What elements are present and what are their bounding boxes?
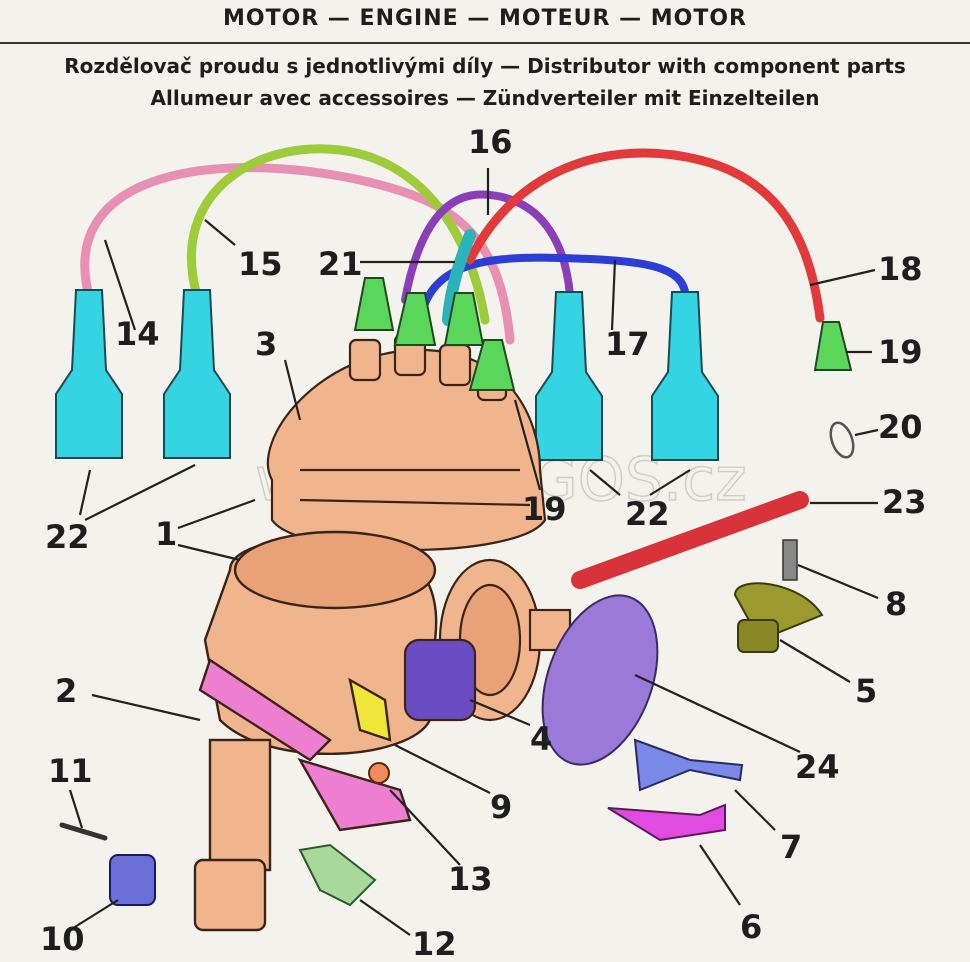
callout-23: 23 <box>882 483 927 521</box>
callout-22-left: 22 <box>45 518 90 556</box>
cap-boots <box>353 277 853 391</box>
callout-17: 17 <box>605 325 650 363</box>
gasket <box>541 594 659 766</box>
callout-7: 7 <box>780 828 802 866</box>
callout-14: 14 <box>115 315 160 353</box>
rotor <box>733 582 824 653</box>
callout-2: 2 <box>55 672 77 710</box>
callout-20: 20 <box>878 408 923 446</box>
boot-4 <box>651 291 719 461</box>
callout-8: 8 <box>885 585 907 623</box>
breaker-lever <box>633 738 744 792</box>
cable-purple <box>401 190 574 304</box>
callout-13: 13 <box>448 860 493 898</box>
callout-labels: 14 15 16 21 18 17 3 19 20 22 19 22 23 1 … <box>40 123 927 962</box>
washer <box>368 762 390 784</box>
callout-19-right: 19 <box>878 333 923 371</box>
callout-4: 4 <box>530 720 552 758</box>
bracket-small <box>298 843 377 907</box>
callout-3: 3 <box>255 325 277 363</box>
callout-15: 15 <box>238 245 283 283</box>
distributor-body <box>193 530 438 932</box>
callout-1: 1 <box>155 515 177 553</box>
clip <box>829 421 855 459</box>
boot-3 <box>535 291 603 461</box>
callout-22-right: 22 <box>625 495 670 533</box>
screw <box>782 539 798 581</box>
page-header: MOTOR — ENGINE — MOTEUR — MOTOR <box>0 0 970 44</box>
boot-2 <box>163 289 231 459</box>
callout-21: 21 <box>318 245 363 283</box>
ignition-cables <box>80 144 825 345</box>
callout-16: 16 <box>468 123 513 161</box>
leader-lines <box>68 168 879 936</box>
callout-11: 11 <box>48 752 93 790</box>
boot-1 <box>55 289 123 459</box>
center-lead <box>442 229 476 326</box>
callout-6: 6 <box>740 908 762 946</box>
cable-pink <box>80 163 515 345</box>
callout-10: 10 <box>40 920 85 958</box>
callout-9: 9 <box>490 788 512 826</box>
vacuum-hose <box>571 491 809 589</box>
callout-18: 18 <box>878 250 923 288</box>
cable-green <box>186 144 490 325</box>
cable-blue <box>416 253 689 324</box>
spark-plug-boots <box>55 289 719 461</box>
callout-19-center: 19 <box>522 490 567 528</box>
pin <box>59 822 108 841</box>
callout-5: 5 <box>855 672 877 710</box>
subtitle-line-2: Allumeur avec accessoires — Zündverteile… <box>150 86 820 110</box>
cable-red <box>465 148 825 323</box>
callout-24: 24 <box>795 748 840 786</box>
page-title: MOTOR — ENGINE — MOTEUR — MOTOR <box>222 6 747 31</box>
subtitle-line-1: Rozdělovač proudu s jednotlivými díly — … <box>64 54 906 78</box>
bushing <box>109 854 156 906</box>
callout-12: 12 <box>412 925 457 962</box>
contact-bracket <box>607 803 726 842</box>
